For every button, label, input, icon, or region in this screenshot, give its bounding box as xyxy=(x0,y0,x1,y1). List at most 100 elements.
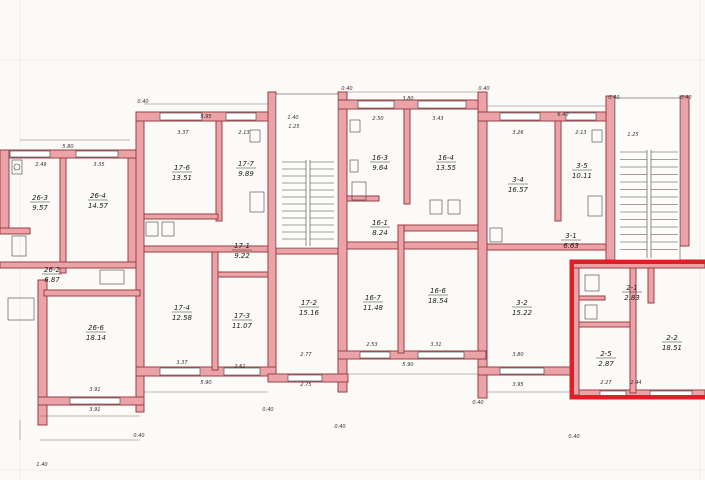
dimension-value: 5.90 xyxy=(402,362,413,368)
dimension-value: 1.40 xyxy=(36,462,47,468)
room-area: 9.89 xyxy=(238,170,254,178)
room-17-7: 17-7 9.89 xyxy=(236,160,256,178)
room-number: 3-1 xyxy=(565,232,576,240)
dimension-value: 3.91 xyxy=(89,387,100,393)
dimension-value: 2.44 xyxy=(630,380,641,386)
dimension-value: 3.43 xyxy=(432,116,443,122)
room-area: 15.16 xyxy=(299,309,320,317)
room-area: 13.55 xyxy=(436,164,457,172)
room-2-2: 2-2 18.51 xyxy=(662,334,682,352)
room-area: 13.51 xyxy=(172,174,192,182)
room-area: 16.57 xyxy=(508,186,529,194)
dimension-value: 3.37 xyxy=(177,130,189,136)
room-number: 17-4 xyxy=(174,304,190,312)
dimension-value: 2.75 xyxy=(300,382,311,388)
dimension-lines xyxy=(19,91,606,441)
room-number: 16-1 xyxy=(372,219,388,227)
dimension-value: 2.77 xyxy=(300,352,312,358)
room-area: 11.48 xyxy=(363,304,384,312)
room-number: 17-3 xyxy=(234,312,250,320)
room-number: 3-4 xyxy=(512,176,523,184)
room-17-1: 17-1 9.22 xyxy=(232,242,252,260)
bathroom-fixtures xyxy=(7,119,603,321)
room-area: 18.14 xyxy=(86,334,106,342)
windows xyxy=(9,100,693,405)
dimension-value: 2.53 xyxy=(366,342,377,348)
dimension-value: 5.90 xyxy=(200,380,211,386)
room-17-2: 17-2 15.16 xyxy=(299,299,320,317)
dimension-value: 3.95 xyxy=(512,382,523,388)
staircase-right xyxy=(614,97,681,261)
dimension-value: 0.40 xyxy=(137,99,148,105)
room-16-7: 16-7 11.48 xyxy=(363,294,384,312)
dimension-value: 0.40 xyxy=(133,433,144,439)
dimension-value: 3.80 xyxy=(402,96,413,102)
room-16-1: 16-1 8.24 xyxy=(370,219,390,237)
room-number: 17-1 xyxy=(234,242,250,250)
room-26-3: 26-3 9.57 xyxy=(30,194,50,212)
dimension-value: 0.40 xyxy=(568,434,579,440)
room-number: 26-6 xyxy=(88,324,104,332)
room-number: 26-3 xyxy=(32,194,48,202)
room-number: 16-3 xyxy=(372,154,388,162)
room-number: 17-2 xyxy=(301,299,317,307)
dimension-value: 2.61 xyxy=(234,364,245,370)
dimension-value: 3.37 xyxy=(176,360,188,366)
room-2-1: 2-12.83 xyxy=(622,284,642,302)
room-17-6: 17-6 13.51 xyxy=(172,164,192,182)
room-16-3: 16-39.64 xyxy=(370,154,390,172)
room-16-4: 16-4 13.55 xyxy=(436,154,457,172)
room-3-5: 3-510.11 xyxy=(572,162,592,180)
dimension-value: 6.40 xyxy=(557,112,568,118)
room-17-4: 17-4 12.58 xyxy=(172,304,193,322)
room-3-1: 3-1 6.63 xyxy=(561,232,581,250)
dimension-value: 3.35 xyxy=(93,162,104,168)
dimension-value: 1.25 xyxy=(288,124,299,130)
room-number: 2-5 xyxy=(600,350,612,358)
dimension-value: 2.50 xyxy=(372,116,383,122)
room-number: 26-4 xyxy=(90,192,106,200)
room-number: 17-7 xyxy=(238,160,254,168)
room-area: 6.63 xyxy=(563,242,579,250)
room-area: 2.87 xyxy=(598,360,614,368)
dimension-value: 3.80 xyxy=(512,352,523,358)
room-area: 14.57 xyxy=(88,202,109,210)
dimension-value: 5.95 xyxy=(200,114,211,120)
dimension-value: 1.40 xyxy=(287,115,298,121)
room-number: 16-6 xyxy=(430,287,446,295)
room-17-3: 17-3 11.07 xyxy=(232,312,253,330)
dimension-value: 0.40 xyxy=(334,424,345,430)
dimension-value: 0.40 xyxy=(608,95,619,101)
room-area: 18.51 xyxy=(662,344,682,352)
room-number: 17-6 xyxy=(174,164,190,172)
room-number: 16-4 xyxy=(438,154,454,162)
room-26-2: 26-2 6.87 xyxy=(42,266,62,284)
staircase-left xyxy=(275,93,339,249)
room-area: 9.57 xyxy=(32,204,48,212)
room-number: 3-2 xyxy=(516,299,528,307)
room-area: 8.24 xyxy=(372,229,388,237)
room-number: 2-2 xyxy=(666,334,678,342)
dimension-value: 0.40 xyxy=(680,95,691,101)
dimension-value: 2.27 xyxy=(600,380,612,386)
dimension-value: 0.40 xyxy=(472,400,483,406)
dimension-value: 3.31 xyxy=(430,342,441,348)
room-number: 26-2 xyxy=(44,266,60,274)
dimension-value: 0.40 xyxy=(341,86,352,92)
room-16-6: 16-6 18.54 xyxy=(428,287,448,305)
room-area: 12.58 xyxy=(172,314,193,322)
dimension-value: 1.25 xyxy=(627,132,638,138)
room-number: 16-7 xyxy=(365,294,381,302)
room-3-2: 3-2 15.22 xyxy=(512,299,533,317)
room-3-4: 3-4 16.57 xyxy=(508,176,529,194)
room-26-4: 26-4 14.57 xyxy=(88,192,109,210)
room-area: 11.07 xyxy=(232,322,253,330)
room-area: 15.22 xyxy=(512,309,533,317)
room-area: 9.22 xyxy=(234,252,250,260)
room-area: 6.87 xyxy=(44,276,60,284)
room-area: 18.54 xyxy=(428,297,448,305)
interior-walls xyxy=(0,108,655,394)
